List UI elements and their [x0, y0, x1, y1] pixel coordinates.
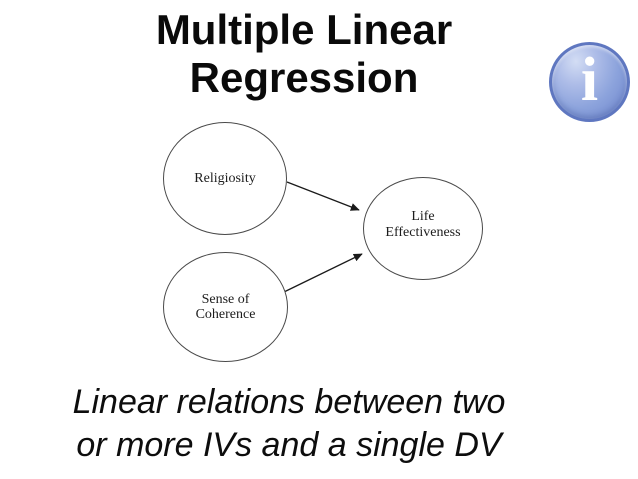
- diagram-node-religiosity: Religiosity: [163, 122, 287, 235]
- node-label: Religiosity: [194, 170, 256, 186]
- slide-title-line2: Regression: [189, 54, 419, 101]
- node-label-line1: Sense of: [201, 291, 250, 307]
- diagram-node-sense-of-coherence: Sense of Coherence: [163, 252, 288, 362]
- slide-caption-line2: or more IVs and a single DV: [76, 426, 502, 464]
- node-label-line2: Coherence: [195, 307, 256, 322]
- slide-title-line1: Multiple Linear: [155, 6, 453, 53]
- slide-caption: Linear relations between two or more IVs…: [0, 381, 578, 467]
- edge-religiosity-to-life: [286, 181, 360, 211]
- node-label-line1: Life: [411, 209, 435, 224]
- info-icon[interactable]: i: [549, 42, 630, 122]
- edge-sense-to-life: [283, 253, 363, 293]
- diagram-node-life-effectiveness: Life Effectiveness: [363, 177, 483, 280]
- node-label-line2: Effectiveness: [385, 224, 461, 240]
- slide-caption-line1: Linear relations between two: [72, 383, 506, 421]
- info-icon-glyph: i: [580, 46, 599, 114]
- slide-title: Multiple Linear Regression: [0, 6, 608, 102]
